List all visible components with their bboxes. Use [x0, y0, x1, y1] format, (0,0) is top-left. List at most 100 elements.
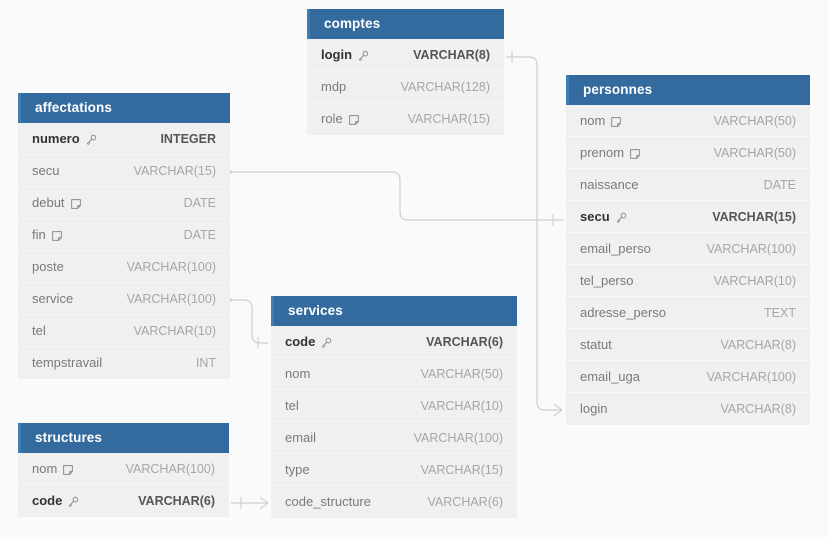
attribute-row[interactable]: code VARCHAR(6)	[18, 485, 229, 517]
attribute-name-cell: login	[321, 39, 369, 71]
attribute-name: tel_perso	[580, 272, 634, 288]
attribute-name-cell: fin	[32, 219, 63, 251]
attribute-row[interactable]: email_uga VARCHAR(100)	[566, 361, 810, 393]
note-icon	[610, 116, 622, 128]
attribute-type: VARCHAR(10)	[713, 273, 796, 288]
attribute-name-cell: mdp	[321, 71, 346, 103]
attribute-type: VARCHAR(15)	[712, 209, 796, 224]
attribute-name-cell: code	[285, 326, 332, 358]
attribute-row[interactable]: prenom VARCHAR(50)	[566, 137, 810, 169]
attribute-type: VARCHAR(10)	[133, 323, 216, 338]
attribute-row[interactable]: debut DATE	[18, 187, 230, 219]
attribute-name-cell: secu	[580, 201, 627, 233]
attribute-name: numero	[32, 130, 80, 146]
attribute-row[interactable]: numero INTEGER	[18, 123, 230, 155]
attribute-name: secu	[32, 162, 60, 178]
entity-header-structures[interactable]: structures	[18, 423, 229, 453]
attribute-name: debut	[32, 194, 65, 210]
attribute-type: DATE	[183, 195, 216, 210]
attribute-row[interactable]: login VARCHAR(8)	[566, 393, 810, 425]
attribute-name: code	[32, 493, 63, 508]
attribute-row[interactable]: mdp VARCHAR(128)	[307, 71, 504, 103]
note-icon	[348, 114, 360, 126]
attribute-type: VARCHAR(100)	[125, 461, 215, 476]
attribute-row[interactable]: nom VARCHAR(50)	[271, 358, 517, 390]
attribute-name-cell: nom	[32, 453, 74, 485]
attribute-name: code_structure	[285, 494, 371, 509]
edge-affectations-secu-personnes-secu	[223, 165, 564, 226]
attribute-name: role	[321, 111, 343, 126]
edge-structures-code-services-codestructure	[231, 496, 269, 510]
attribute-row[interactable]: secu VARCHAR(15)	[566, 201, 810, 233]
note-icon	[62, 464, 74, 476]
attribute-name: poste	[32, 258, 64, 274]
attribute-name: service	[32, 290, 74, 306]
attribute-row[interactable]: login VARCHAR(8)	[307, 39, 504, 71]
attribute-name-cell: login	[580, 393, 607, 425]
attribute-type: VARCHAR(100)	[706, 369, 796, 384]
attribute-name: email	[285, 429, 317, 445]
attribute-type: INTEGER	[160, 131, 216, 146]
attribute-name-cell: poste	[32, 251, 64, 283]
key-icon	[615, 212, 627, 224]
attribute-name-cell: email	[285, 422, 316, 454]
attribute-row[interactable]: type VARCHAR(15)	[271, 454, 517, 486]
attribute-name: login	[580, 401, 608, 416]
attribute-type: INT	[195, 356, 216, 370]
attribute-name-cell: statut	[580, 329, 612, 361]
attribute-name-cell: type	[285, 454, 310, 486]
attribute-type: VARCHAR(15)	[420, 462, 503, 477]
attribute-name: nom	[285, 365, 311, 381]
entity-header-personnes[interactable]: personnes	[566, 75, 810, 105]
attribute-type: VARCHAR(50)	[420, 366, 503, 381]
attribute-name-cell: naissance	[580, 169, 639, 201]
attribute-name-cell: prenom	[580, 137, 641, 169]
attribute-name-cell: numero	[32, 123, 97, 155]
attribute-type: VARCHAR(128)	[400, 79, 490, 94]
attribute-type: VARCHAR(6)	[138, 494, 215, 508]
attribute-name-cell: tel	[285, 390, 299, 422]
note-icon	[51, 230, 63, 242]
attribute-type: VARCHAR(50)	[713, 145, 796, 160]
attribute-name: adresse_perso	[580, 304, 666, 320]
attribute-type: VARCHAR(8)	[413, 47, 490, 62]
attribute-row[interactable]: nom VARCHAR(100)	[18, 453, 229, 485]
attribute-row[interactable]: poste VARCHAR(100)	[18, 251, 230, 283]
attribute-name-cell: tel_perso	[580, 265, 633, 297]
entity-header-comptes[interactable]: comptes	[307, 9, 504, 39]
attribute-type: VARCHAR(8)	[720, 402, 796, 416]
attribute-row[interactable]: tel_perso VARCHAR(10)	[566, 265, 810, 297]
key-icon	[357, 50, 369, 62]
attribute-name: tel	[285, 397, 299, 413]
key-icon	[85, 134, 97, 146]
attribute-name-cell: email_uga	[580, 361, 640, 393]
attribute-name-cell: email_perso	[580, 233, 651, 265]
entity-header-affectations[interactable]: affectations	[18, 93, 230, 123]
entity-header-services[interactable]: services	[271, 296, 517, 326]
attribute-name: statut	[580, 336, 612, 352]
attribute-name: naissance	[580, 176, 639, 192]
attribute-name-cell: adresse_perso	[580, 297, 666, 329]
attribute-type: VARCHAR(100)	[126, 259, 216, 274]
